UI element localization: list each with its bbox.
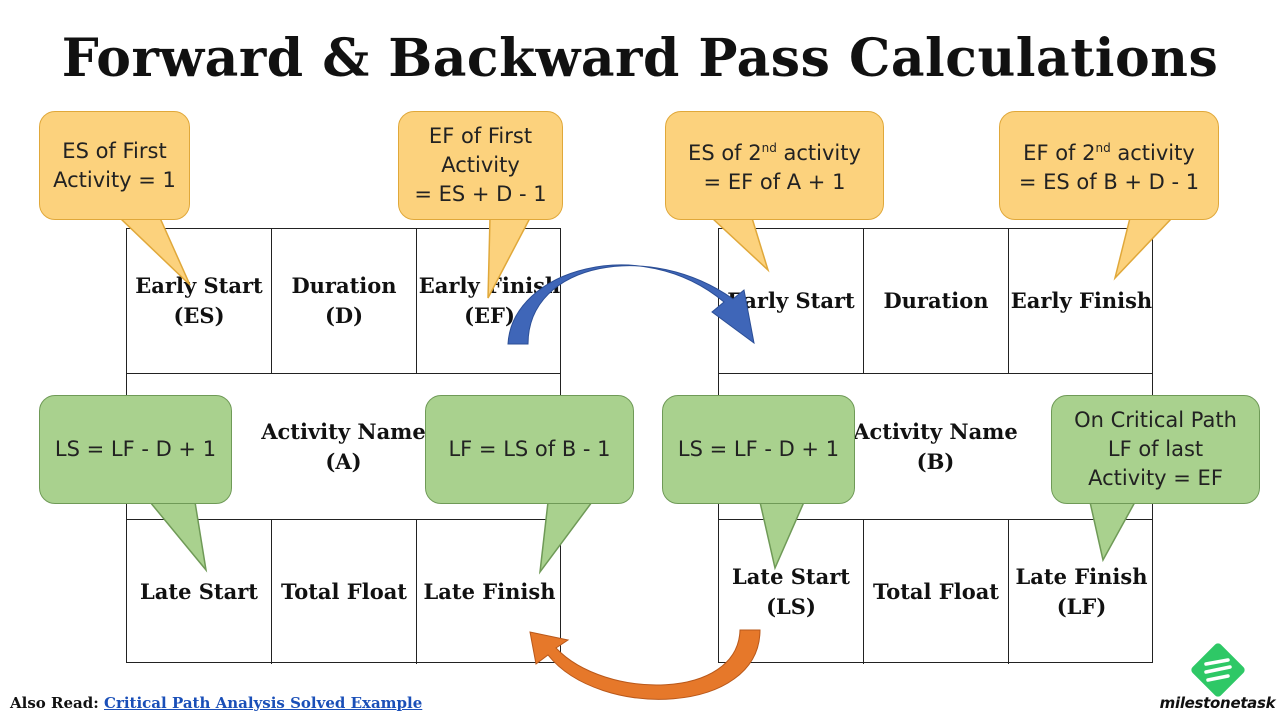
- callout-tail-es-second: [710, 217, 770, 273]
- forward-pass-arrow-body: [507, 264, 755, 345]
- cell-duration-b: Duration: [864, 229, 1009, 373]
- callout-lf-last-activity: On Critical Path LF of last Activity = E…: [1051, 395, 1260, 504]
- cell-total-float-b: Total Float: [864, 520, 1009, 664]
- cell-activity-name-b: Activity Name(B): [853, 418, 1018, 474]
- callout-tail-es-first: [118, 217, 191, 286]
- cell-activity-name-a: Activity Name(A): [261, 418, 426, 474]
- cell-early-finish-b: Early Finish: [1010, 288, 1153, 313]
- callout-ls-activity-a: LS = LF - D + 1: [39, 395, 232, 504]
- cell-late-finish-b: Late Finish(LF): [1015, 564, 1148, 619]
- milestonetask-logo-icon: [1191, 643, 1245, 697]
- cell-late-start-b: Late Start(LS): [719, 520, 864, 664]
- forward-pass-arrow: [509, 263, 752, 344]
- cell-early-start-b: Early Start: [719, 229, 864, 373]
- callout-tail-lf-last: [1089, 501, 1137, 563]
- callout-lf-activity-a: LF = LS of B - 1: [425, 395, 634, 504]
- cell-duration-a: Duration(D): [272, 229, 417, 373]
- callout-ef-first-activity: EF of First Activity = ES + D - 1: [398, 111, 563, 220]
- also-read-footer: Also Read: Critical Path Analysis Solved…: [10, 694, 422, 712]
- callout-tail-ls-b: [759, 501, 806, 571]
- cell-total-float-a: Total Float: [272, 520, 417, 664]
- cell-late-finish-a: Late Finish: [423, 579, 556, 604]
- callout-ls-activity-b: LS = LF - D + 1: [662, 395, 855, 504]
- callout-ef-second-activity: EF of 2nd activity= ES of B + D - 1: [999, 111, 1219, 220]
- callout-es-second-activity: ES of 2nd activity= EF of A + 1: [665, 111, 884, 220]
- callout-tail-lf-a: [538, 501, 594, 575]
- callout-tail-ls-a: [148, 501, 208, 573]
- critical-path-example-link[interactable]: Critical Path Analysis Solved Example: [104, 694, 423, 712]
- callout-es-first-activity: ES of First Activity = 1: [39, 111, 190, 220]
- also-read-label: Also Read:: [10, 694, 99, 712]
- callout-tail-ef-first: [487, 217, 532, 299]
- page-title: Forward & Backward Pass Calculations: [61, 28, 1219, 89]
- milestonetask-logo-text: milestonetask: [1159, 694, 1276, 712]
- cell-late-start-a: Late Start: [127, 520, 272, 664]
- backward-pass-arrow-body: [529, 629, 761, 700]
- cell-early-start-a: Early Start(ES): [127, 229, 272, 373]
- callout-tail-ef-second: [1113, 217, 1174, 281]
